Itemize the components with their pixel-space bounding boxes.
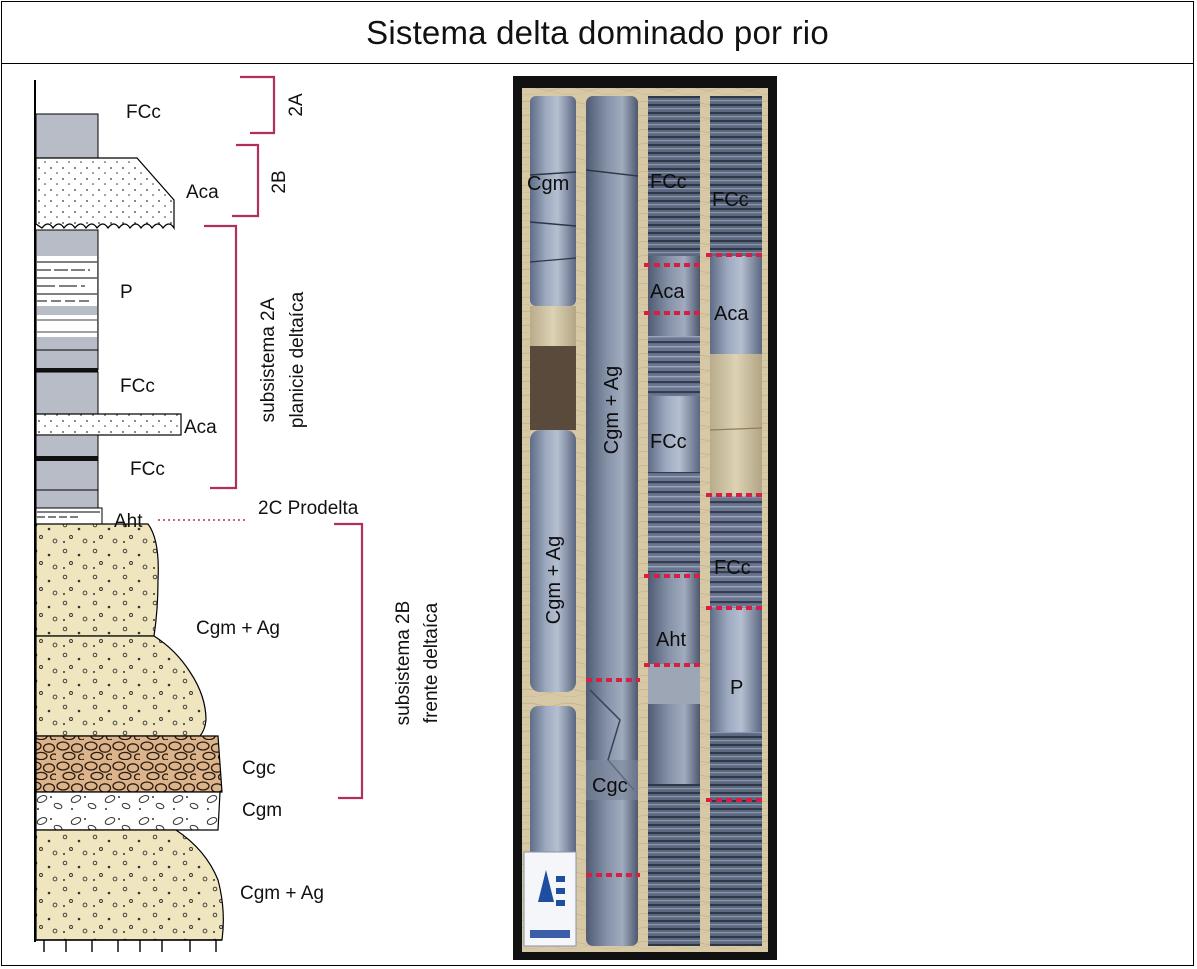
layer-cgm-ag-2: [35, 829, 224, 941]
title-row: Sistema delta dominado por rio: [2, 2, 1193, 64]
strat-column: FCc Aca P FCc Aca FCc Aht 2C Prodelta Cg…: [34, 80, 359, 952]
core-label-c1-cgm: Cgm: [527, 173, 569, 195]
label-sub2a-line1: subsistema 2A: [258, 297, 279, 422]
core-box: Cgm Cgm + Ag Cgm + Ag Cgc FCc Aca FCc Ah…: [513, 76, 777, 960]
page-title: Sistema delta dominado por rio: [366, 13, 829, 51]
label-fcc-mid: FCc: [120, 376, 155, 397]
core-label-c3-aht: Aht: [656, 629, 686, 651]
layer-fcc-top: [35, 113, 99, 159]
core-label-c4-p: P: [730, 677, 743, 699]
layer-fcc-mid: [35, 371, 99, 415]
core-label-c4-aca: Aca: [714, 303, 749, 325]
label-2a-small: 2A: [286, 93, 307, 117]
label-aht: Aht: [114, 511, 143, 532]
bracket-sub2b: [334, 522, 364, 800]
label-cgm-ag-1: Cgm + Ag: [196, 618, 280, 639]
label-fcc-low: FCc: [130, 459, 165, 480]
layer-cgm-ag-1b: [35, 635, 207, 737]
bracket-2a-small: [240, 75, 276, 135]
label-cgc: Cgc: [242, 758, 276, 779]
p-laminae: [36, 256, 98, 372]
layer-aca-top: [35, 157, 175, 231]
core-column-3: [648, 96, 700, 946]
bracket-2b-small: [232, 143, 260, 218]
core-column-4: [709, 96, 763, 946]
layer-fcc-low: [35, 434, 99, 509]
core-label-c3-aca: Aca: [650, 281, 685, 303]
grain-size-ticks: [36, 939, 222, 952]
label-sub2b-line1: subsistema 2B: [393, 601, 414, 726]
label-2b-small: 2B: [269, 170, 290, 193]
core-label-c2-cgc: Cgc: [592, 775, 628, 797]
label-sub2a-line2: planicie deltaíca: [287, 291, 308, 428]
contact-dashes: [586, 253, 764, 877]
label-aca-top: Aca: [186, 182, 219, 203]
label-cgm: Cgm: [242, 800, 282, 821]
label-p: P: [120, 282, 133, 303]
label-aca-mid: Aca: [184, 417, 217, 438]
core-column-1: [523, 96, 577, 947]
label-sub2b-line2: frente deltaíca: [421, 602, 442, 723]
bracket-sub2a: [204, 224, 238, 490]
layer-aht: [35, 507, 103, 525]
core-label-c3-fcc-a: FCc: [650, 171, 687, 193]
core-label-c2-cgm-ag: Cgm + Ag: [601, 366, 623, 454]
layer-cgm: [35, 791, 221, 831]
core-column-2: [585, 96, 639, 946]
core-label-c4-fcc-a: FCc: [712, 189, 749, 211]
label-prodelta: 2C Prodelta: [258, 498, 359, 519]
layer-cgm-ag-1: [35, 523, 159, 637]
core-label-c3-fcc-b: FCc: [650, 431, 687, 453]
layer-aca-mid: [35, 413, 182, 436]
core-label-c1-cgm-ag: Cgm + Ag: [543, 536, 565, 624]
layer-cgc: [35, 735, 223, 793]
brackets: [204, 75, 364, 800]
core-label-c4-fcc-b: FCc: [714, 557, 751, 579]
label-cgm-ag-2: Cgm + Ag: [240, 883, 324, 904]
label-fcc-top: FCc: [126, 102, 161, 123]
